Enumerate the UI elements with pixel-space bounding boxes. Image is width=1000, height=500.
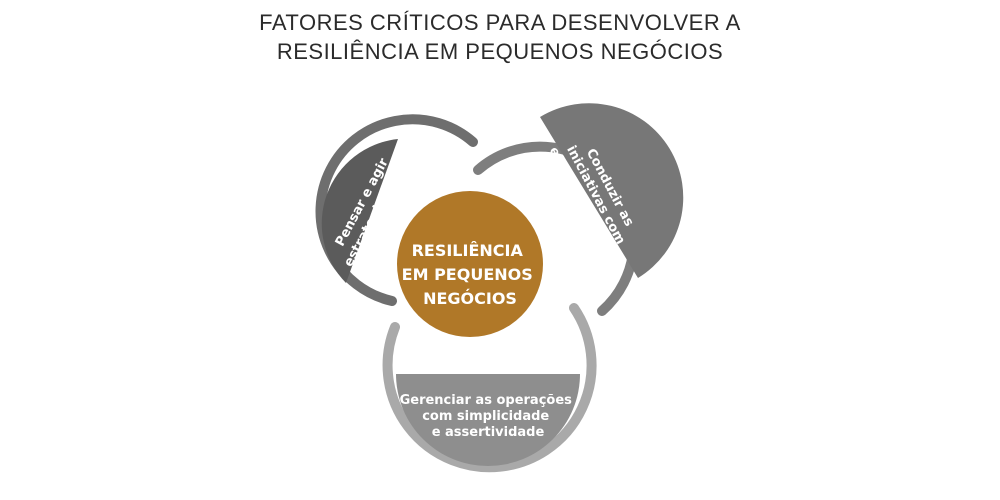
ring-left <box>315 114 478 306</box>
center-line-3: NEGÓCIOS <box>423 289 517 308</box>
title-line-1: FATORES CRÍTICOS PARA DESENVOLVER A <box>259 10 741 35</box>
center-circle <box>397 191 543 337</box>
segment-bottom-line-2: com simplicidade <box>422 409 549 424</box>
diagram-title: FATORES CRÍTICOS PARA DESENVOLVER A RESI… <box>0 8 1000 66</box>
segment-bottom-line-1: Gerenciar as operações <box>400 393 573 408</box>
title-line-2: RESILIÊNCIA EM PEQUENOS NEGÓCIOS <box>276 39 724 64</box>
segment-bottom <box>396 374 580 466</box>
ring-bottom <box>382 303 597 473</box>
center-line-2: EM PEQUENOS <box>402 265 533 284</box>
center-label: RESILIÊNCIA EM PEQUENOS NEGÓCIOS <box>402 241 539 308</box>
center-line-1: RESILIÊNCIA <box>412 241 524 260</box>
segment-left <box>321 139 398 283</box>
segment-bottom-label: Gerenciar as operações com simplicidade … <box>400 393 577 440</box>
segment-right <box>540 103 684 278</box>
segment-bottom-line-3: e assertividade <box>432 425 545 440</box>
